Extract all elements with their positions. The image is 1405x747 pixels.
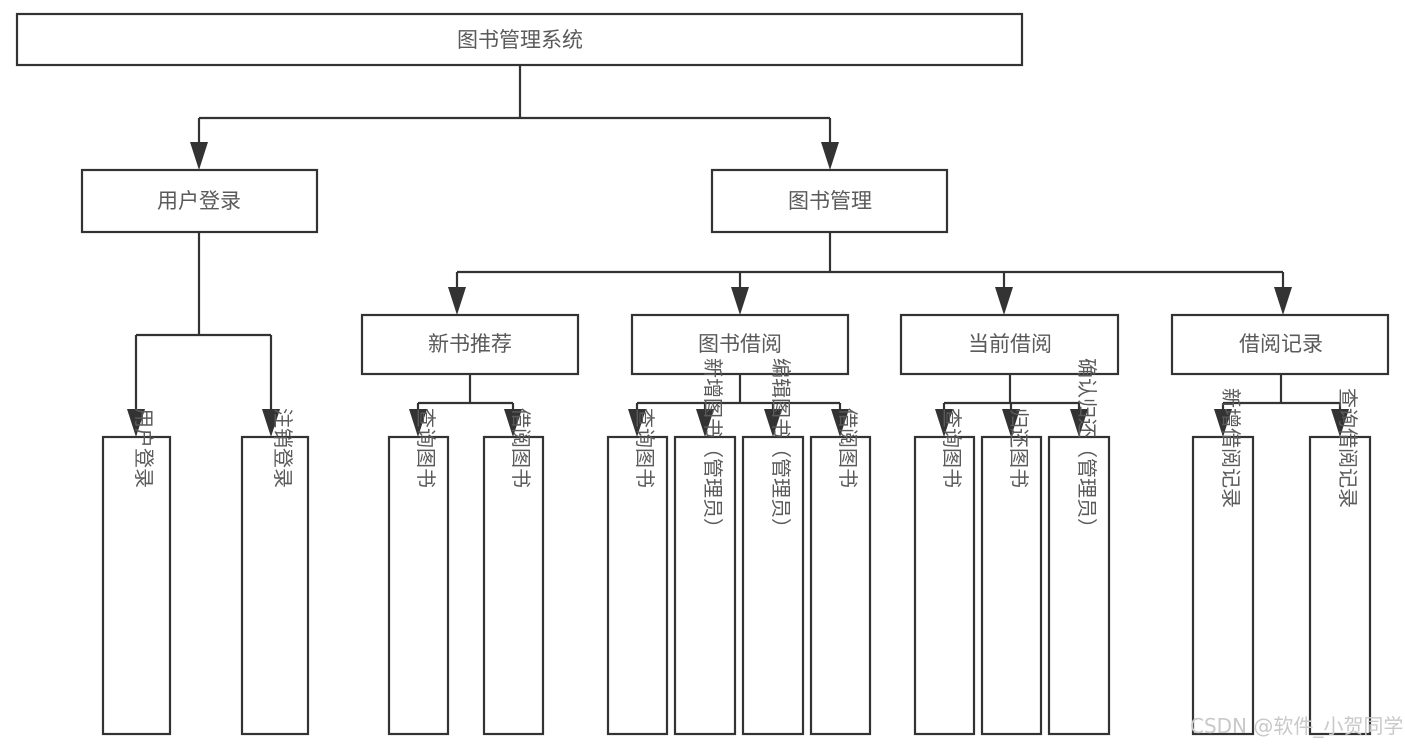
leaf-node[interactable]: 新增图书（管理员） — [673, 358, 737, 736]
arrow-head-icon-leaf-bb-1 — [628, 409, 646, 437]
leaf-label-br-1: 新增借阅记录 — [1219, 388, 1243, 508]
arrow-head-icon-user-login — [190, 142, 208, 170]
leaf-label-cb-2: 归还图书 — [1007, 408, 1031, 488]
arrow-head-icon-new-book-rec — [448, 287, 466, 315]
node-new-book-rec[interactable]: 新书推荐 — [360, 313, 580, 376]
arrow-head-icon-leaf-cb-1 — [935, 409, 953, 437]
node-root[interactable]: 图书管理系统 — [15, 12, 1024, 67]
leaf-node[interactable]: 查询图书 — [387, 408, 450, 736]
connector-group-book-borrow — [628, 374, 849, 437]
leaf-box-cb-3[interactable] — [1047, 435, 1111, 736]
leaf-node[interactable]: 用户登录 — [101, 408, 172, 736]
leaf-label-cb-3: 确认归还（管理员） — [1075, 358, 1099, 538]
node-new-book-rec-box[interactable] — [360, 313, 580, 376]
leaf-node[interactable]: 借阅图书 — [482, 408, 545, 736]
leaf-box-ul-1[interactable] — [101, 435, 172, 736]
leaf-label-nbr-1: 查询图书 — [414, 408, 438, 488]
arrow-head-icon-leaf-bb-2 — [696, 409, 714, 437]
leaf-label-bb-3: 编辑图书（管理员） — [769, 358, 793, 538]
arrow-head-icon-leaf-br-2 — [1331, 409, 1349, 437]
connector-group-borrow-record — [1214, 374, 1349, 437]
arrow-head-icon-borrow-record — [1274, 287, 1292, 315]
arrow-head-icon-leaf-nbr-1 — [409, 409, 427, 437]
leaf-label-bb-1: 查询图书 — [633, 408, 657, 488]
leaf-box-bb-3[interactable] — [741, 435, 805, 736]
node-current-borrow-label: 当前借阅 — [968, 332, 1052, 356]
leaf-box-br-1[interactable] — [1191, 435, 1255, 736]
node-book-borrow-label: 图书借阅 — [698, 332, 782, 356]
connector-group-book-manage — [448, 232, 1292, 315]
node-borrow-record-label: 借阅记录 — [1239, 332, 1323, 356]
leaf-label-ul-1: 用户登录 — [132, 408, 156, 488]
leaf-box-bb-2[interactable] — [673, 435, 737, 736]
leaf-label-cb-1: 查询图书 — [940, 408, 964, 488]
arrow-head-icon-leaf-br-1 — [1214, 409, 1232, 437]
arrow-head-icon-leaf-cb-3 — [1070, 409, 1088, 437]
leaf-label-bb-2: 新增图书（管理员） — [701, 358, 725, 538]
node-new-book-rec-label: 新书推荐 — [428, 332, 512, 356]
arrow-head-icon-leaf-ul-1 — [127, 409, 145, 437]
node-root-label: 图书管理系统 — [457, 28, 583, 52]
leaf-box-br-2[interactable] — [1308, 435, 1372, 736]
leaf-node[interactable]: 查询借阅记录 — [1308, 388, 1372, 736]
arrow-head-icon-current-borrow — [995, 287, 1013, 315]
leaf-node[interactable]: 新增借阅记录 — [1191, 388, 1255, 736]
connector-group-user-login — [127, 232, 280, 437]
csdn-watermark: CSDN @软件_小贺同学 — [1190, 714, 1403, 738]
node-borrow-record-box[interactable] — [1170, 313, 1390, 376]
node-user-login-label: 用户登录 — [157, 189, 241, 213]
arrow-head-icon-leaf-nbr-2 — [504, 409, 522, 437]
node-book-manage[interactable]: 图书管理 — [710, 168, 949, 234]
leaf-label-ul-2: 注销登录 — [271, 408, 295, 488]
node-root-box[interactable] — [15, 12, 1024, 67]
node-book-manage-label: 图书管理 — [788, 189, 872, 213]
leaf-box-nbr-2[interactable] — [482, 435, 545, 736]
connector-group-new-book-rec — [409, 374, 522, 437]
leaf-label-br-2: 查询借阅记录 — [1336, 388, 1360, 508]
leaf-node[interactable]: 归还图书 — [980, 408, 1043, 736]
leaf-node[interactable]: 查询图书 — [913, 408, 976, 736]
node-user-login-box[interactable] — [80, 168, 319, 234]
leaf-box-bb-1[interactable] — [606, 435, 669, 736]
leaf-node[interactable]: 注销登录 — [240, 408, 310, 736]
node-book-borrow-box[interactable] — [630, 313, 850, 376]
leaf-label-nbr-2: 借阅图书 — [509, 408, 533, 488]
arrow-head-icon-book-borrow — [731, 287, 749, 315]
leaf-box-cb-1[interactable] — [913, 435, 976, 736]
node-book-manage-box[interactable] — [710, 168, 949, 234]
leaf-box-nbr-1[interactable] — [387, 435, 450, 736]
node-user-login[interactable]: 用户登录 — [80, 168, 319, 234]
connector-group-root — [190, 65, 839, 170]
leaf-box-cb-2[interactable] — [980, 435, 1043, 736]
node-borrow-record[interactable]: 借阅记录 — [1170, 313, 1390, 376]
node-book-borrow[interactable]: 图书借阅 — [630, 313, 850, 376]
leaf-box-ul-2[interactable] — [240, 435, 310, 736]
connector-group-current-borrow — [935, 374, 1088, 437]
arrow-head-icon-book-manage — [821, 142, 839, 170]
node-current-borrow-box[interactable] — [899, 313, 1120, 376]
leaf-label-bb-4: 借阅图书 — [836, 408, 860, 488]
leaf-box-bb-4[interactable] — [809, 435, 872, 736]
arrow-head-icon-leaf-cb-2 — [1002, 409, 1020, 437]
leaf-node[interactable]: 借阅图书 — [809, 408, 872, 736]
arrow-head-icon-leaf-bb-4 — [831, 409, 849, 437]
leaf-node[interactable]: 编辑图书（管理员） — [741, 358, 805, 736]
arrow-head-icon-leaf-ul-2 — [262, 409, 280, 437]
arrow-head-icon-leaf-bb-3 — [764, 409, 782, 437]
leaf-node[interactable]: 查询图书 — [606, 408, 669, 736]
leaf-node[interactable]: 确认归还（管理员） — [1047, 358, 1111, 736]
node-current-borrow[interactable]: 当前借阅 — [899, 313, 1120, 376]
